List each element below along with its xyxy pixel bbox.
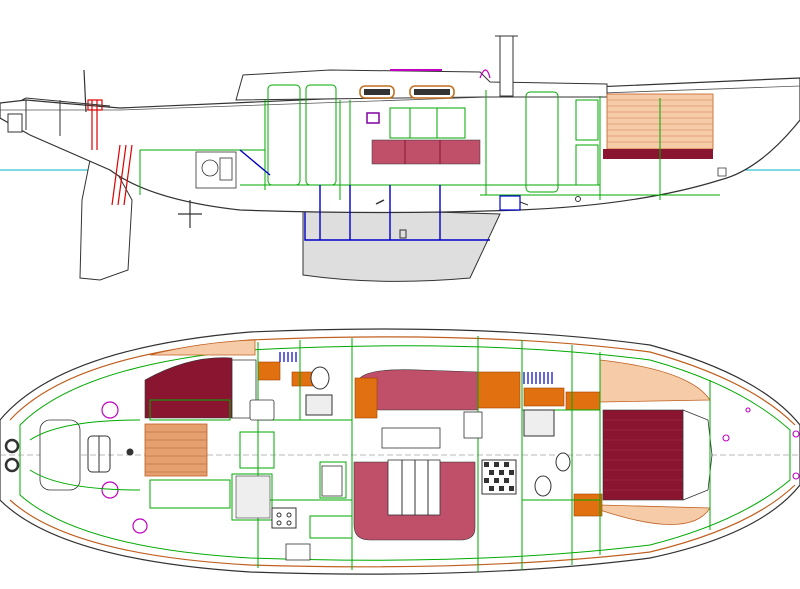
nav-seat <box>463 411 483 439</box>
mast-icon <box>499 35 514 97</box>
galley-counter <box>235 475 271 519</box>
through-hull <box>575 196 581 202</box>
profile-view <box>0 35 800 282</box>
sink-icon <box>717 167 727 177</box>
v-berth-profile <box>603 149 713 159</box>
cockpit-sole <box>144 423 208 477</box>
stove-icon <box>271 507 297 529</box>
profile-plumbing <box>239 149 441 240</box>
saloon-settee-profile <box>371 139 481 165</box>
helm-wheel-icon <box>87 435 134 473</box>
sink-icon <box>321 465 343 497</box>
toe-rail <box>9 484 796 568</box>
fitting <box>399 229 407 239</box>
plan-view <box>0 328 800 575</box>
propeller <box>178 200 202 228</box>
heads-sink <box>523 409 555 437</box>
toe-rail <box>9 336 796 426</box>
orange-fixtures <box>257 361 603 517</box>
locker <box>285 543 311 561</box>
heads-sink <box>305 394 333 416</box>
stern-fitting <box>7 113 23 133</box>
deck-sheer <box>0 85 800 111</box>
toilet-icon <box>310 366 571 497</box>
stern-fittings <box>4 419 81 491</box>
keel-blue-frame <box>304 210 490 241</box>
winch-icon <box>101 401 148 534</box>
profile-bulkheads <box>139 84 720 200</box>
pushpit <box>21 97 111 136</box>
v-berth-tip <box>682 409 713 501</box>
aft-teak <box>149 339 256 356</box>
fitting <box>366 112 380 124</box>
anchor-icon <box>722 407 800 480</box>
keel <box>302 207 501 282</box>
starboard-settee <box>359 369 479 411</box>
plumbing-coils <box>279 352 553 384</box>
engine-icon <box>195 151 237 189</box>
companionway <box>249 399 275 421</box>
chart-table <box>381 427 441 449</box>
plan-bulkheads <box>29 336 711 572</box>
saloon-table <box>387 459 441 516</box>
fitting <box>479 69 491 79</box>
v-berth <box>602 409 684 501</box>
steering-gear <box>87 99 133 206</box>
coachroof <box>235 69 608 101</box>
